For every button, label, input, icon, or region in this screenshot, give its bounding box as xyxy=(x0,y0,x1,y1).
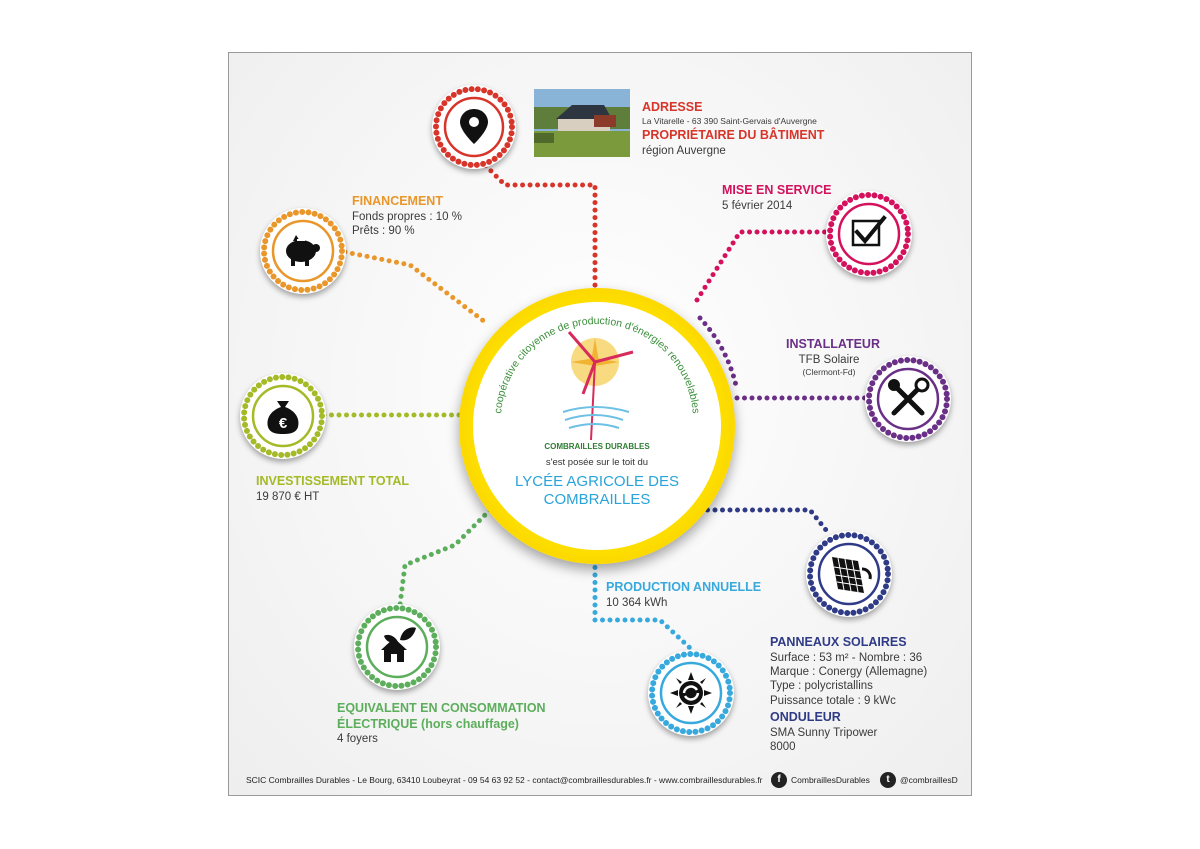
panneaux-title: PANNEAUX SOLAIRES xyxy=(770,635,907,649)
twitter-icon[interactable]: t xyxy=(880,772,896,788)
money-bag-euro-icon: € xyxy=(267,401,299,434)
financement-title: FINANCEMENT xyxy=(352,194,443,208)
installateur-name: TFB Solaire xyxy=(798,353,860,366)
facebook-handle[interactable]: CombraillesDurables xyxy=(791,775,870,785)
panneaux-text: PANNEAUX SOLAIRES Surface : 53 m² - Nomb… xyxy=(770,635,927,755)
connector-production xyxy=(592,557,693,651)
installateur-text: INSTALLATEUR TFB Solaire (Clermont-Fd) xyxy=(786,337,880,378)
owner-title: PROPRIÉTAIRE DU BÂTIMENT xyxy=(642,128,825,143)
investissement-title: INVESTISSEMENT TOTAL xyxy=(256,474,410,488)
wind-sun-logo xyxy=(562,331,634,441)
connector-adresse xyxy=(472,152,598,295)
investissement-node: € xyxy=(240,373,326,459)
solar-energy-cycle-icon xyxy=(670,672,712,714)
solar-panel-icon xyxy=(832,557,872,593)
footer: SCIC Combrailles Durables - Le Bourg, 63… xyxy=(228,766,972,796)
euro-glyph: € xyxy=(279,415,288,432)
connector-panneaux xyxy=(697,507,833,538)
installateur-node xyxy=(865,356,951,442)
installateur-title: INSTALLATEUR xyxy=(786,337,880,351)
center-sentence: s'est posée sur le toit du xyxy=(546,457,648,468)
production-text: PRODUCTION ANNUELLE 10 364 kWh xyxy=(606,580,761,610)
equivalent-title2: ÉLECTRIQUE (hors chauffage) xyxy=(337,716,519,731)
panneaux-line2: Marque : Conergy (Allemagne) xyxy=(770,666,928,678)
production-value: 10 364 kWh xyxy=(606,596,668,609)
adresse-node xyxy=(432,85,516,169)
financement-text: FINANCEMENT Fonds propres : 10 % Prêts :… xyxy=(352,194,462,238)
mise-en-service-node xyxy=(826,191,912,277)
connector-equivalent xyxy=(397,507,493,608)
installateur-city: (Clermont-Fd) xyxy=(802,367,856,377)
panneaux-line4: Puissance totale : 9 kWc xyxy=(770,694,896,707)
onduleur-line1: SMA Sunny Tripower xyxy=(770,726,878,739)
school-line1: LYCÉE AGRICOLE DES xyxy=(515,473,679,490)
production-title: PRODUCTION ANNUELLE xyxy=(606,580,762,594)
mise-en-service-text: MISE EN SERVICE 5 février 2014 xyxy=(722,183,832,213)
twitter-handle[interactable]: @combraillesD xyxy=(900,775,958,785)
equivalent-text: EQUIVALENT EN CONSOMMATION ÉLECTRIQUE (h… xyxy=(337,701,546,747)
production-node xyxy=(648,650,734,736)
equivalent-value: 4 foyers xyxy=(337,733,378,746)
eco-house-icon xyxy=(381,627,416,662)
piggy-bank-icon xyxy=(286,235,320,266)
central-content: coopérative citoyenne de production d'én… xyxy=(492,315,702,508)
building-photo xyxy=(534,89,630,157)
investissement-value: 19 870 € HT xyxy=(256,490,320,503)
footer-contact: SCIC Combrailles Durables - Le Bourg, 63… xyxy=(246,775,763,785)
school-line2: COMBRAILLES xyxy=(544,491,651,508)
adresse-line: La Vitarelle - 63 390 Saint-Gervais d'Au… xyxy=(642,115,817,126)
location-pin-icon xyxy=(460,109,488,144)
equivalent-node xyxy=(354,604,440,690)
adresse-title: ADRESSE xyxy=(642,100,703,114)
panneaux-node xyxy=(806,531,892,617)
financement-node xyxy=(260,208,346,294)
connector-financement xyxy=(342,249,488,325)
mise-en-service-title: MISE EN SERVICE xyxy=(722,183,832,197)
financement-line1: Fonds propres : 10 % xyxy=(352,210,462,223)
mise-en-service-date: 5 février 2014 xyxy=(722,199,793,212)
logo-name: COMBRAILLES DURABLES xyxy=(544,442,650,451)
connector-mise-en-service xyxy=(694,229,829,303)
onduleur-title: ONDULEUR xyxy=(770,710,841,725)
panneaux-line3: Type : polycristallins xyxy=(770,680,873,693)
checkbox-check-icon xyxy=(851,215,887,247)
owner-value: région Auvergne xyxy=(642,144,726,157)
tools-icon xyxy=(888,377,930,416)
equivalent-title1: EQUIVALENT EN CONSOMMATION xyxy=(337,701,546,715)
onduleur-line2: 8000 xyxy=(770,741,796,754)
investissement-text: INVESTISSEMENT TOTAL 19 870 € HT xyxy=(256,474,409,504)
facebook-icon[interactable]: f xyxy=(771,772,787,788)
panneaux-line1: Surface : 53 m² - Nombre : 36 xyxy=(770,651,923,664)
adresse-text: ADRESSE La Vitarelle - 63 390 Saint-Gerv… xyxy=(642,100,824,158)
financement-line2: Prêts : 90 % xyxy=(352,225,415,237)
